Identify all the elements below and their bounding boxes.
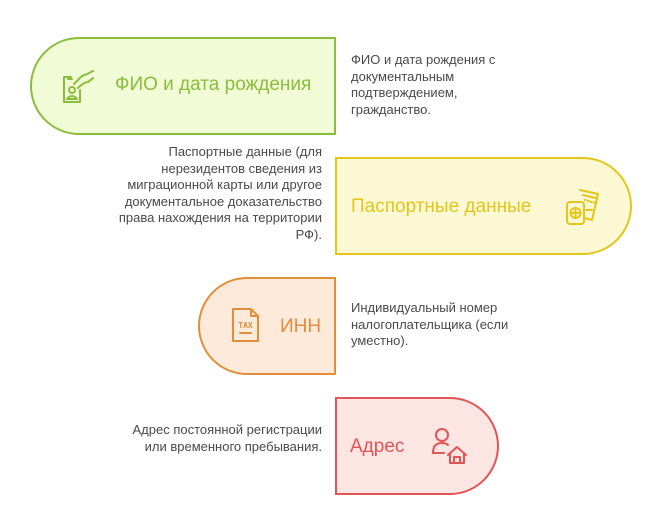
step-passport-description: Паспортные данные (для нерезидентов свед… <box>118 144 322 242</box>
step-inn-shape <box>198 277 336 375</box>
step-fio-description: ФИО и дата рождения с документальным под… <box>351 52 496 117</box>
tax-icon-text: TAX <box>238 321 253 330</box>
id-card-hand-icon <box>63 70 94 103</box>
step-passport-label: Паспортные данные <box>351 196 532 217</box>
step-address-label: Адрес <box>350 436 405 457</box>
step-inn-label: ИНН <box>280 316 322 337</box>
person-home-icon <box>432 428 467 464</box>
passport-ticket-icon <box>566 189 599 225</box>
step-address-shape <box>335 397 499 495</box>
step-passport-shape <box>335 157 632 255</box>
step-fio-label: ФИО и дата рождения <box>115 74 312 95</box>
tax-document-icon: TAX <box>232 308 259 342</box>
step-address-description: Адрес постоянной регистрации или временн… <box>132 422 322 454</box>
step-inn-description: Индивидуальный номер налогоплательщика (… <box>351 300 509 348</box>
